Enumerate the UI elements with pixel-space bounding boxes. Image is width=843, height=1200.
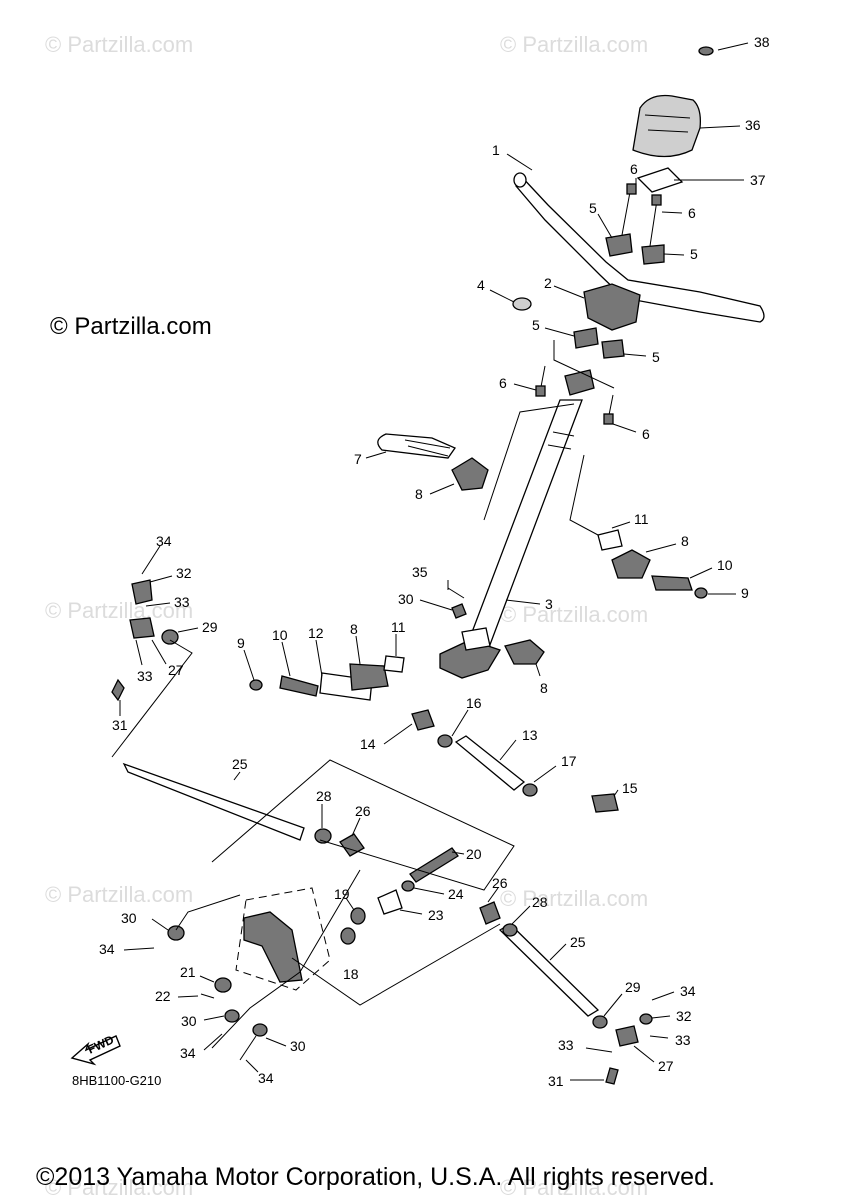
- callout-38: 38: [754, 34, 770, 50]
- callout-15: 15: [622, 780, 638, 796]
- callout-18: 18: [343, 966, 359, 982]
- callout-8: 8: [540, 680, 548, 696]
- callout-19: 19: [334, 886, 350, 902]
- callout-37: 37: [750, 172, 766, 188]
- callout-1: 1: [492, 142, 500, 158]
- callout-12: 12: [308, 625, 324, 641]
- mid-linkage: [249, 433, 708, 701]
- callout-30: 30: [290, 1038, 306, 1054]
- callout-22: 22: [155, 988, 171, 1004]
- handlebar-assembly: [512, 46, 765, 425]
- callout-6: 6: [499, 375, 507, 391]
- callout-29: 29: [625, 979, 641, 995]
- callout-6: 6: [642, 426, 650, 442]
- group-outline: [235, 887, 331, 991]
- callout-34: 34: [680, 983, 696, 999]
- watermark: © Partzilla.com: [500, 32, 648, 57]
- copyright-footer: ©2013 Yamaha Motor Corporation, U.S.A. A…: [36, 1163, 715, 1191]
- watermark: © Partzilla.com: [45, 882, 193, 907]
- assembly-lines: [111, 340, 615, 1061]
- callout-30: 30: [398, 591, 414, 607]
- diagram-code: 8HB1100-G210: [72, 1073, 162, 1088]
- callout-7: 7: [354, 451, 362, 467]
- callout-25: 25: [232, 756, 248, 772]
- callout-33: 33: [137, 668, 153, 684]
- callout-2: 2: [544, 275, 552, 291]
- callout-28: 28: [532, 894, 548, 910]
- callout-30: 30: [181, 1013, 197, 1029]
- callout-34: 34: [99, 941, 115, 957]
- callout-34: 34: [156, 533, 172, 549]
- callout-17: 17: [561, 753, 577, 769]
- callout-5: 5: [652, 349, 660, 365]
- callout-27: 27: [658, 1058, 674, 1074]
- watermark: © Partzilla.com: [45, 32, 193, 57]
- callout-4: 4: [477, 277, 485, 293]
- callout-31: 31: [548, 1073, 564, 1089]
- callout-33: 33: [558, 1037, 574, 1053]
- callout-34: 34: [258, 1070, 274, 1086]
- callout-labels: 38 36 37 1 6 6 5 5 2 4 5 5 6 6 7 8 11 8: [99, 34, 770, 1089]
- fwd-arrow-icon: FWD: [70, 1032, 121, 1066]
- callout-26: 26: [355, 803, 371, 819]
- callout-3: 3: [545, 596, 553, 612]
- callout-21: 21: [180, 964, 196, 980]
- callout-13: 13: [522, 727, 538, 743]
- callout-34: 34: [180, 1045, 196, 1061]
- callout-16: 16: [466, 695, 482, 711]
- callout-23: 23: [428, 907, 444, 923]
- callout-33: 33: [675, 1032, 691, 1048]
- copyright-watermark: © Partzilla.com: [50, 313, 212, 340]
- callout-35: 35: [412, 564, 428, 580]
- callout-36: 36: [745, 117, 761, 133]
- callout-8: 8: [350, 621, 358, 637]
- callout-8: 8: [681, 533, 689, 549]
- callout-20: 20: [466, 846, 482, 862]
- callout-25: 25: [570, 934, 586, 950]
- watermark: © Partzilla.com: [45, 1175, 193, 1200]
- callout-27: 27: [168, 662, 184, 678]
- callout-32: 32: [676, 1008, 692, 1024]
- callout-10: 10: [717, 557, 733, 573]
- callout-24: 24: [448, 886, 464, 902]
- callout-26: 26: [492, 875, 508, 891]
- callout-30: 30: [121, 910, 137, 926]
- callout-11: 11: [391, 619, 406, 635]
- steering-column: [439, 369, 595, 679]
- watermark: © Partzilla.com: [500, 886, 648, 911]
- callout-9: 9: [237, 635, 245, 651]
- watermark: © Partzilla.com: [500, 602, 648, 627]
- callout-8: 8: [415, 486, 423, 502]
- watermarks: © Partzilla.com © Partzilla.com © Partzi…: [45, 32, 648, 1200]
- callout-33: 33: [174, 594, 190, 610]
- callout-11: 11: [634, 511, 649, 527]
- watermark: © Partzilla.com: [500, 1175, 648, 1200]
- watermark: © Partzilla.com: [45, 598, 193, 623]
- callout-14: 14: [360, 736, 376, 752]
- callout-9: 9: [741, 585, 749, 601]
- lower-linkage: [111, 579, 653, 1085]
- callout-6: 6: [630, 161, 638, 177]
- callout-29: 29: [202, 619, 218, 635]
- callout-5: 5: [532, 317, 540, 333]
- callout-5: 5: [589, 200, 597, 216]
- callout-5: 5: [690, 246, 698, 262]
- callout-10: 10: [272, 627, 288, 643]
- callout-32: 32: [176, 565, 192, 581]
- callout-28: 28: [316, 788, 332, 804]
- callout-6: 6: [688, 205, 696, 221]
- callout-31: 31: [112, 717, 128, 733]
